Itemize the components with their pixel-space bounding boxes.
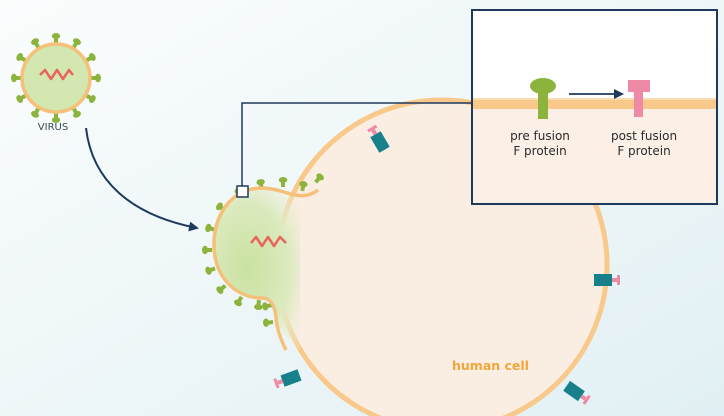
post-fusion-f-protein-icon bbox=[628, 80, 650, 117]
zoom-marker bbox=[236, 185, 249, 198]
bud-membrane bbox=[212, 186, 320, 351]
human-cell-label: human cell bbox=[452, 358, 529, 373]
viral-rna-icon bbox=[250, 235, 287, 248]
post-fusion-label-line2: F protein bbox=[617, 144, 671, 158]
post-fusion-label-line1: post fusion bbox=[610, 129, 678, 143]
virus-icon bbox=[11, 33, 101, 123]
inset-panel bbox=[471, 9, 718, 205]
pre-fusion-label-line2: F protein bbox=[513, 144, 567, 158]
pre-fusion-label-line1: pre fusion bbox=[510, 129, 570, 143]
zoom-pointer-line bbox=[241, 102, 472, 187]
pre-fusion-f-protein-icon bbox=[530, 78, 556, 119]
virus-to-cell-arrow-icon bbox=[85, 127, 199, 232]
bud-body bbox=[214, 188, 318, 350]
viral-rna-icon bbox=[39, 68, 74, 81]
inset-membrane bbox=[473, 99, 716, 109]
virus-envelope bbox=[20, 42, 92, 114]
inset-border bbox=[471, 9, 718, 205]
fusing-virus bbox=[202, 171, 326, 351]
post-fusion-label: post fusion F protein bbox=[606, 129, 682, 159]
inset-cell-interior bbox=[473, 107, 716, 203]
virus-label: VIRUS bbox=[37, 122, 69, 133]
pre-fusion-label: pre fusion F protein bbox=[506, 129, 574, 159]
